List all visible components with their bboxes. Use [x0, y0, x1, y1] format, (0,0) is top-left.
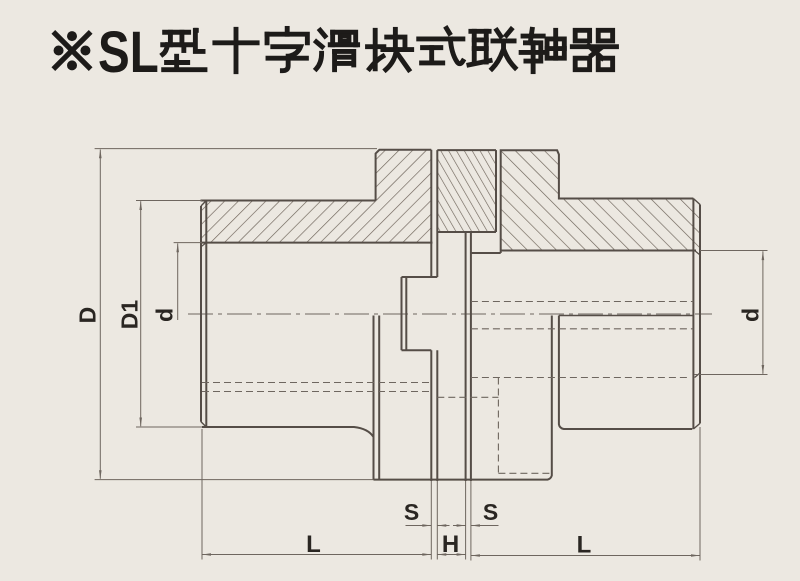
svg-text:L: L: [306, 531, 321, 558]
svg-text:S: S: [483, 499, 498, 525]
svg-text:H: H: [442, 531, 459, 558]
svg-text:d: d: [738, 308, 764, 322]
svg-text:SL: SL: [98, 21, 159, 86]
svg-text:d: d: [152, 308, 178, 322]
svg-text:D1: D1: [117, 300, 143, 330]
svg-text:S: S: [404, 499, 419, 525]
svg-text:L: L: [577, 532, 592, 559]
svg-text:D: D: [75, 307, 101, 324]
